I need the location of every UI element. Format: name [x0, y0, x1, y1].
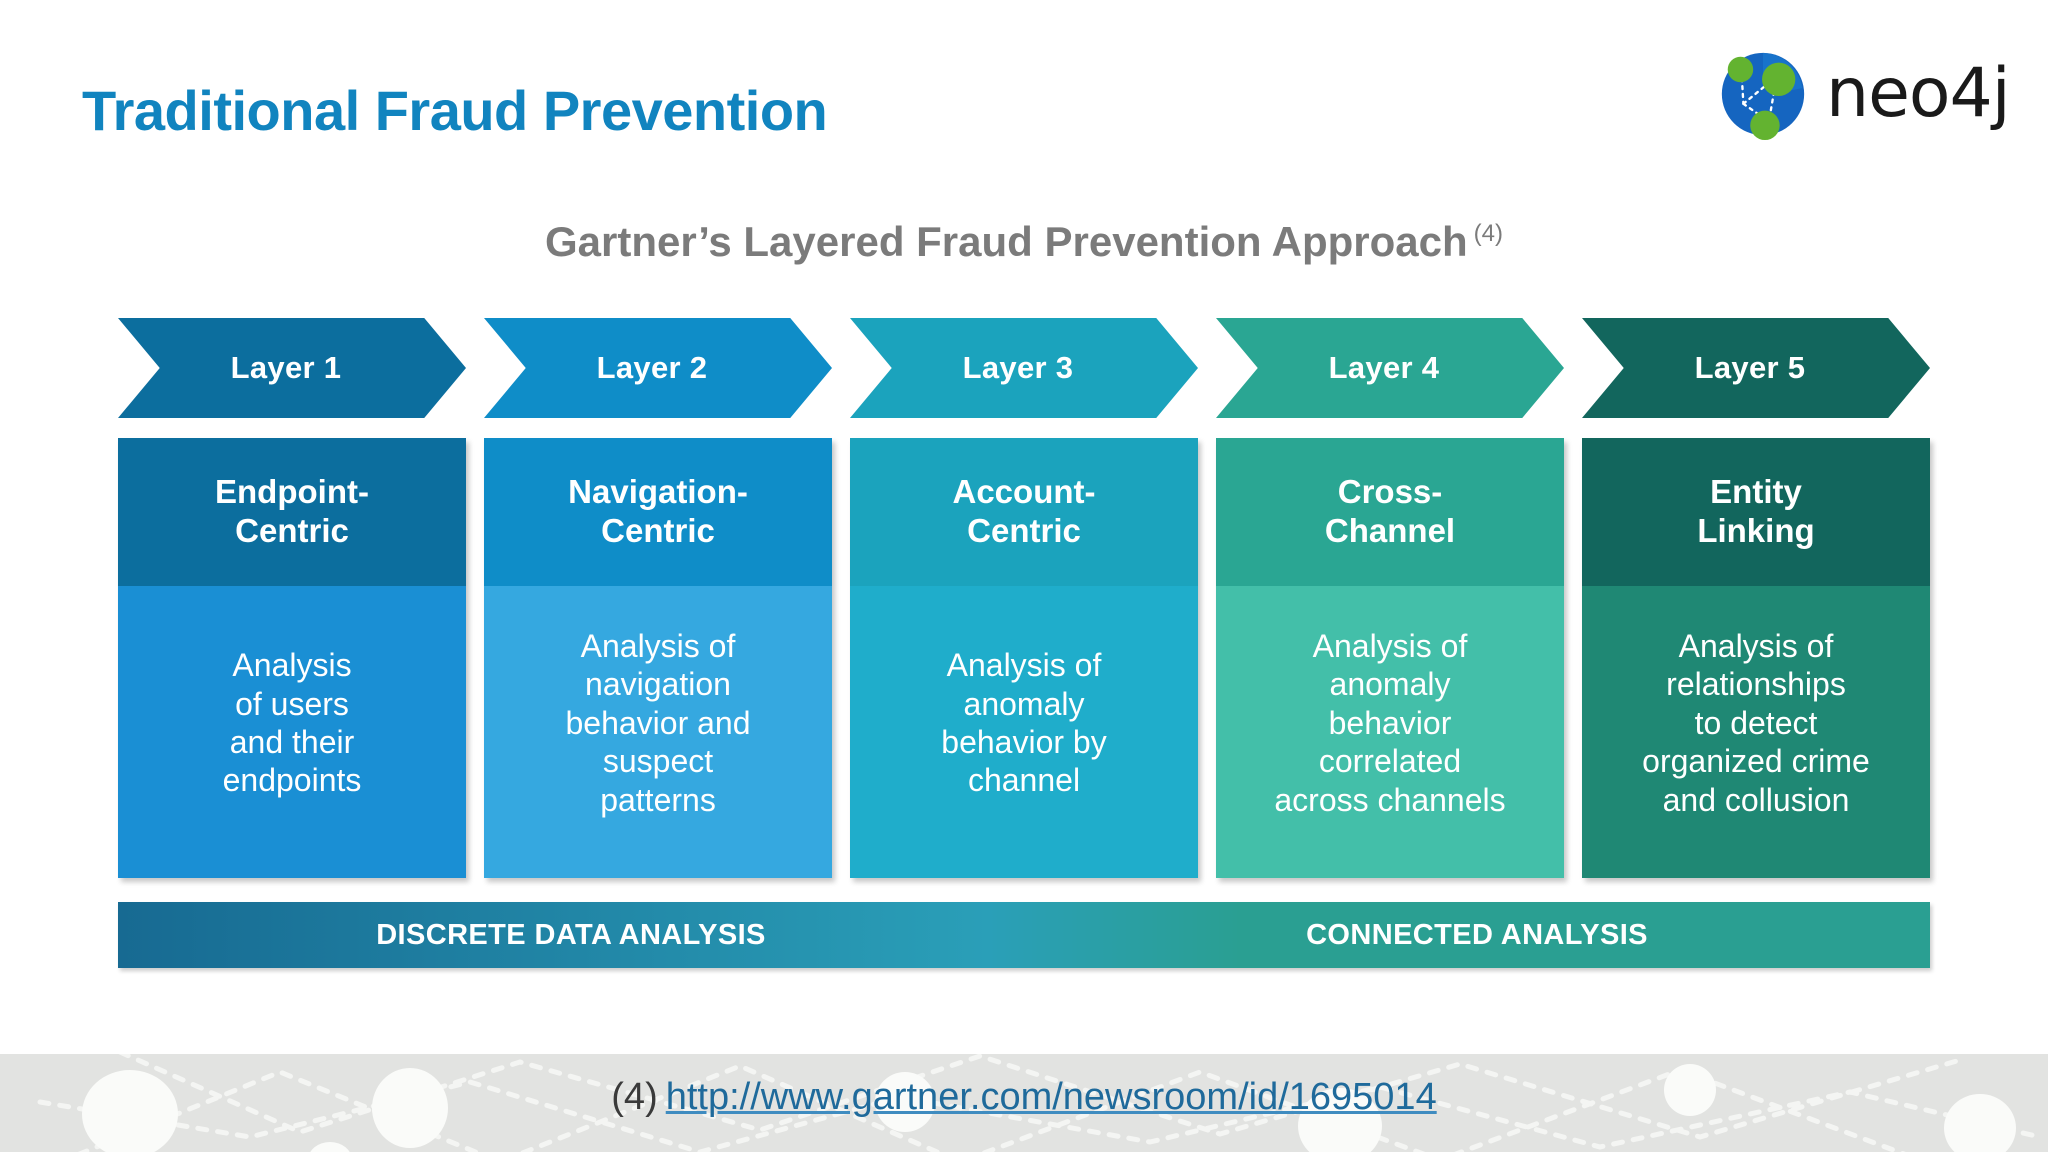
card-header-text: Account- Centric — [952, 473, 1096, 549]
card-body-text: Analysis of users and their endpoints — [222, 647, 362, 799]
chevron-layer-1[interactable]: Layer 1 — [118, 318, 466, 418]
card-header-text: Endpoint- Centric — [215, 473, 369, 549]
card-body: Analysis of relationships to detect orga… — [1582, 586, 1930, 878]
gartner-source-link[interactable]: http://www.gartner.com/newsroom/id/16950… — [665, 1076, 1437, 1118]
card-body-text: Analysis of anomaly behavior correlated … — [1274, 628, 1506, 818]
subtitle-reference: (4) — [1473, 220, 1504, 247]
card-header-text: Cross- Channel — [1324, 473, 1456, 549]
neo4j-logo: neo4j — [1714, 42, 2014, 146]
page-title: Traditional Fraud Prevention — [82, 79, 828, 142]
chevron-label: Layer 3 — [962, 350, 1074, 385]
card-header: Entity Linking — [1582, 438, 1930, 586]
layer-column-1: Layer 1 Endpoint- Centric Analysis of us… — [118, 318, 466, 878]
chevron-label: Layer 2 — [596, 350, 708, 385]
layer-card-2: Navigation- Centric Analysis of navigati… — [484, 438, 832, 878]
band-label-discrete: DISCRETE DATA ANALYSIS — [376, 918, 766, 951]
band-label-connected: CONNECTED ANALYSIS — [1306, 918, 1648, 951]
layer-card-3: Account- Centric Analysis of anomaly beh… — [850, 438, 1198, 878]
layer-card-1: Endpoint- Centric Analysis of users and … — [118, 438, 466, 878]
footer-band: (4)http://www.gartner.com/newsroom/id/16… — [0, 1054, 2048, 1152]
layer-card-5: Entity Linking Analysis of relationships… — [1582, 438, 1930, 878]
card-header-text: Entity Linking — [1697, 473, 1815, 549]
card-header: Cross- Channel — [1216, 438, 1564, 586]
layer-column-5: Layer 5 Entity Linking Analysis of relat… — [1582, 318, 1930, 878]
band-half-connected: CONNECTED ANALYSIS — [1024, 902, 1930, 968]
band-half-discrete: DISCRETE DATA ANALYSIS — [118, 902, 1024, 968]
layered-approach-diagram: Layer 1 Endpoint- Centric Analysis of us… — [118, 318, 1930, 1038]
chevron-label: Layer 1 — [230, 350, 342, 385]
card-body-text: Analysis of navigation behavior and susp… — [565, 628, 751, 818]
diagram-subtitle: Gartner’s Layered Fraud Prevention Appro… — [0, 218, 2048, 266]
card-body: Analysis of anomaly behavior by channel — [850, 586, 1198, 878]
card-body-text: Analysis of relationships to detect orga… — [1642, 628, 1870, 818]
neo4j-graph-icon — [1721, 52, 1805, 141]
card-header: Navigation- Centric — [484, 438, 832, 586]
chevron-layer-5[interactable]: Layer 5 — [1582, 318, 1930, 418]
layer-column-3: Layer 3 Account- Centric Analysis of ano… — [850, 318, 1198, 878]
card-header-text: Navigation- Centric — [568, 473, 748, 549]
chevron-layer-3[interactable]: Layer 3 — [850, 318, 1198, 418]
card-body: Analysis of navigation behavior and susp… — [484, 586, 832, 878]
card-body-text: Analysis of anomaly behavior by channel — [941, 647, 1107, 799]
layer-column-4: Layer 4 Cross- Channel Analysis of anoma… — [1216, 318, 1564, 878]
card-header: Account- Centric — [850, 438, 1198, 586]
card-body: Analysis of users and their endpoints — [118, 586, 466, 878]
card-body: Analysis of anomaly behavior correlated … — [1216, 586, 1564, 878]
footer-reference-number: (4) — [611, 1076, 658, 1118]
network-pattern-icon — [37, 1054, 2043, 1152]
chevron-label: Layer 5 — [1694, 350, 1806, 385]
card-header: Endpoint- Centric — [118, 438, 466, 586]
chevron-label: Layer 4 — [1328, 350, 1440, 385]
layer-columns: Layer 1 Endpoint- Centric Analysis of us… — [118, 318, 1930, 878]
subtitle-text: Gartner’s Layered Fraud Prevention Appro… — [544, 218, 1468, 265]
chevron-layer-4[interactable]: Layer 4 — [1216, 318, 1564, 418]
analysis-spectrum-band: DISCRETE DATA ANALYSIS CONNECTED ANALYSI… — [118, 902, 1930, 968]
chevron-layer-2[interactable]: Layer 2 — [484, 318, 832, 418]
layer-card-4: Cross- Channel Analysis of anomaly behav… — [1216, 438, 1564, 878]
neo4j-wordmark: neo4j — [1826, 54, 2011, 133]
footer-reference: (4)http://www.gartner.com/newsroom/id/16… — [0, 1076, 2048, 1119]
layer-column-2: Layer 2 Navigation- Centric Analysis of … — [484, 318, 832, 878]
